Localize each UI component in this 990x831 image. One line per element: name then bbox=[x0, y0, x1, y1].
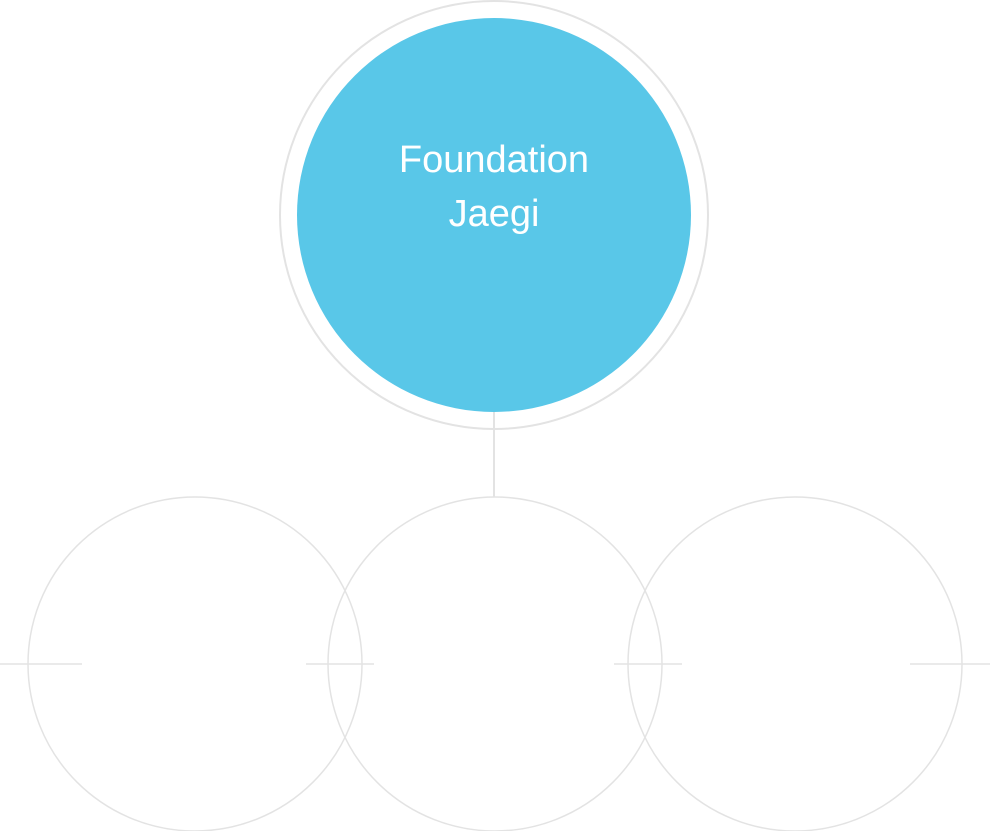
root-node-circle bbox=[297, 18, 691, 412]
root-node-label: Foundation Jaegi bbox=[297, 18, 691, 412]
root-node-label-line2: Jaegi bbox=[448, 193, 540, 235]
root-node-label-line1: Foundation bbox=[398, 139, 590, 181]
child-node-2 bbox=[327, 496, 663, 831]
